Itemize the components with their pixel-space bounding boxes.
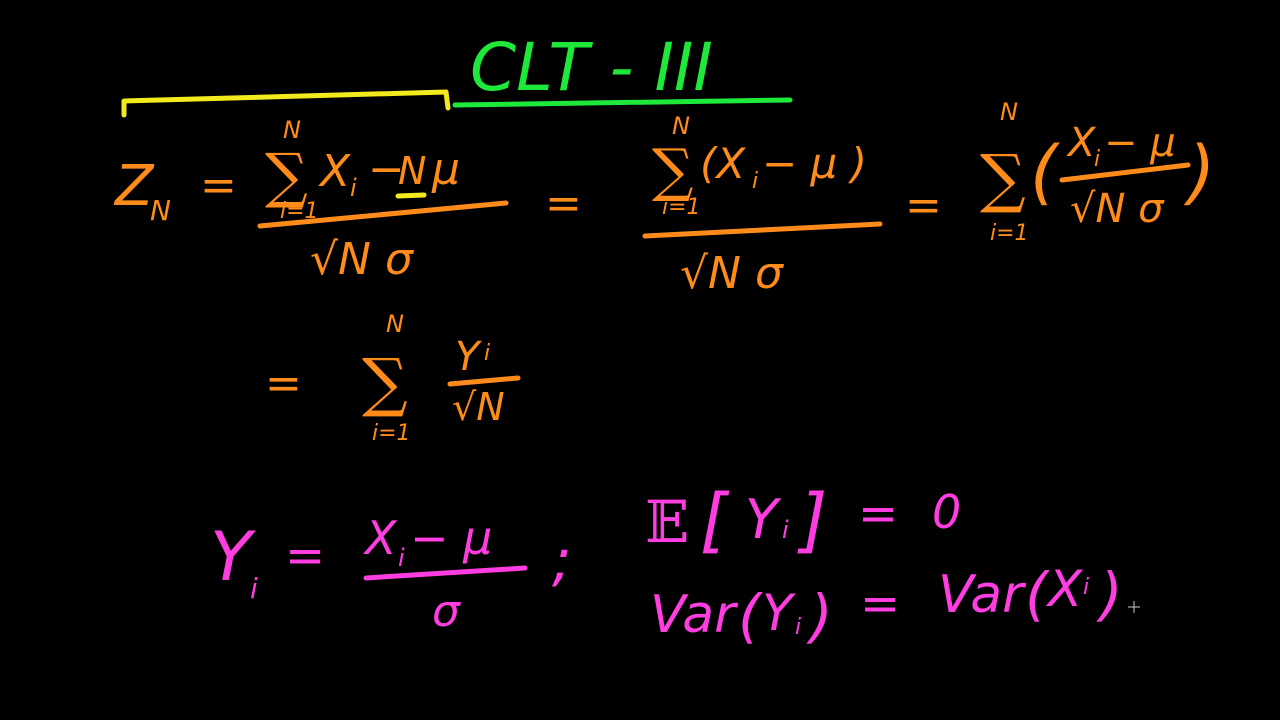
var-equals: = — [860, 576, 900, 632]
eq4-num-y: Y — [455, 334, 483, 380]
def-num-x: X — [363, 511, 398, 565]
equation-2: = N ∑ i=1 (X i − μ ) √N σ — [545, 112, 883, 299]
var1-sub: i — [795, 615, 801, 640]
equation-zn: Z N = N ∑ i=1 X i − N μ √N σ — [113, 116, 509, 285]
sum2-lower: i=1 — [662, 195, 701, 220]
expect-equals: = — [858, 486, 898, 542]
eq4-fraction-bar — [447, 375, 521, 387]
eq3-fraction-bar — [1059, 162, 1191, 183]
eq1-denominator: √N σ — [310, 234, 414, 285]
eq1-num-n: N — [398, 149, 426, 193]
expect-close: ] — [797, 479, 827, 561]
eq1-num-minus: − — [368, 144, 405, 195]
sum3-symbol: ∑ — [980, 142, 1026, 216]
var2-label: Var — [938, 565, 1027, 625]
sum3-upper: N — [1000, 98, 1018, 126]
equation-3: = N ∑ i=1 ( X i − μ √N σ ) — [905, 98, 1215, 246]
zn-subscript: N — [150, 194, 171, 227]
eq1-num-x-sub: i — [350, 174, 357, 202]
expect-sub: i — [782, 516, 789, 544]
zn-equals: = — [200, 160, 237, 211]
eq4-equals: = — [265, 358, 302, 409]
eq4-num-sub: i — [484, 341, 490, 366]
title: CLT - III — [470, 29, 713, 106]
eq1-num-x: X — [318, 146, 351, 197]
eq2-num-rest: − μ ) — [762, 139, 867, 188]
eq1-num-mu: μ — [431, 144, 460, 195]
eq3-paren-close: ) — [1183, 131, 1215, 213]
pen-cursor-icon — [1128, 601, 1140, 613]
eq2-denominator: √N σ — [680, 248, 784, 299]
sum2-upper: N — [672, 112, 690, 140]
expect-open: [ — [700, 479, 730, 561]
sum3-lower: i=1 — [990, 221, 1029, 246]
var2-x: X — [1045, 560, 1084, 618]
sum4-lower: i=1 — [372, 421, 411, 446]
def-separator: ; — [552, 526, 572, 594]
equation-4: = N ∑ i=1 Y i √N — [265, 310, 521, 446]
expectation: 𝔼 [ Y i ] = 0 — [645, 479, 961, 561]
sum4-upper: N — [386, 310, 404, 338]
eq3-paren-open: ( — [1030, 131, 1060, 213]
expect-e: 𝔼 — [645, 488, 689, 556]
def-denominator: σ — [432, 586, 461, 637]
var1-y: Y — [762, 584, 796, 642]
var2-sub: i — [1083, 575, 1089, 600]
sum2-symbol: ∑ — [652, 136, 693, 204]
def-num-rest: − μ — [410, 511, 492, 565]
eq1-fraction-bar — [257, 200, 509, 229]
expect-value: 0 — [932, 485, 961, 539]
yellow-bracket — [121, 89, 451, 118]
eq3-num-sub: i — [1094, 147, 1100, 172]
expect-y: Y — [745, 488, 782, 551]
eq4-denominator: √N — [452, 385, 505, 429]
var1-label: Var — [650, 585, 739, 645]
eq2-num-sub: i — [752, 169, 758, 194]
def-equals: = — [285, 528, 325, 584]
def-fraction-bar — [363, 565, 528, 581]
eq3-equals: = — [905, 180, 942, 231]
eq3-denominator: √N σ — [1070, 186, 1165, 232]
variance: Var ( Y i ) = Var ( X i ) — [650, 560, 1123, 650]
title-underline — [452, 97, 793, 108]
eq2-equals: = — [545, 178, 582, 229]
def-num-sub: i — [398, 544, 405, 572]
eq2-fraction-bar — [642, 221, 883, 239]
var2-close: ) — [1096, 560, 1123, 628]
sum4-symbol: ∑ — [362, 346, 408, 420]
var1-close: ) — [806, 582, 833, 650]
var1-open: ( — [738, 582, 763, 650]
sum1-symbol: ∑ — [265, 141, 308, 211]
def-y-sub: i — [250, 572, 258, 605]
def-y: Y — [210, 518, 256, 597]
zn-symbol: Z — [113, 154, 155, 219]
var2-open: ( — [1025, 560, 1050, 628]
definition-yi: Y i = X i − μ σ ; — [210, 511, 572, 637]
eq3-num-x: X — [1066, 120, 1097, 166]
eq2-num: (X — [700, 139, 746, 188]
n-highlight — [395, 192, 427, 199]
eq3-num-rest: − μ — [1104, 120, 1176, 166]
sum1-upper: N — [283, 116, 301, 144]
